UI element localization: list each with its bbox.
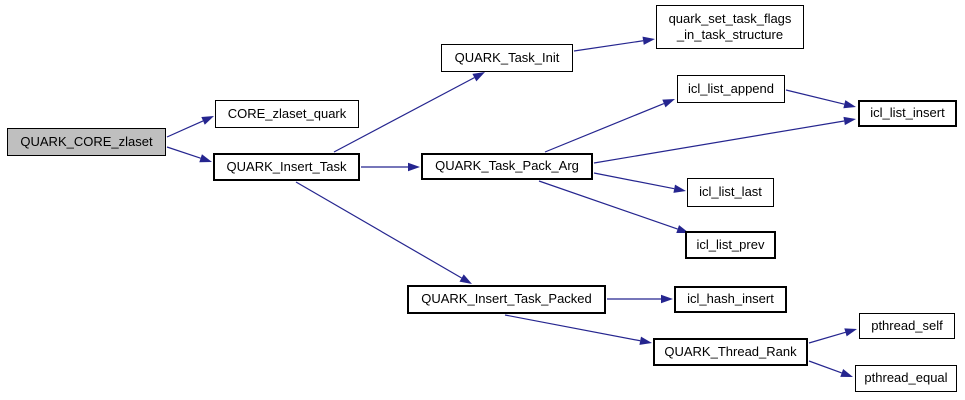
arrowhead-quark-task-pack-arg-to-icl-list-append	[662, 99, 675, 108]
node-icl-hash-insert[interactable]: icl_hash_insert	[674, 286, 787, 313]
arrowhead-quark-insert-task-packed-to-quark-thread-rank	[639, 336, 652, 345]
edge-icl-list-append-to-icl-list-insert	[785, 89, 845, 105]
node-icl-list-insert[interactable]: icl_list_insert	[858, 100, 957, 127]
node-quark-insert-task-packed[interactable]: QUARK_Insert_Task_Packed	[407, 285, 606, 314]
node-icl-list-prev[interactable]: icl_list_prev	[685, 231, 776, 259]
node-pthread-equal[interactable]: pthread_equal	[855, 365, 957, 392]
edge-quark-task-pack-arg-to-icl-list-insert	[593, 120, 845, 164]
edge-quark-thread-rank-to-pthread-self	[808, 331, 846, 344]
arrowhead-quark-task-pack-arg-to-icl-list-insert	[843, 116, 856, 126]
edge-quark-core-zlaset-to-quark-insert-task	[166, 146, 201, 159]
arrowhead-quark-insert-task-to-quark-insert-task-packed	[459, 274, 472, 284]
arrowhead-quark-core-zlaset-to-quark-insert-task	[199, 154, 212, 163]
node-icl-list-append[interactable]: icl_list_append	[677, 75, 785, 103]
node-quark-set-task-flags[interactable]: quark_set_task_flags _in_task_structure	[656, 5, 804, 49]
edge-quark-insert-task-to-quark-task-init	[333, 77, 475, 153]
edge-quark-task-pack-arg-to-icl-list-prev	[538, 180, 678, 230]
edge-quark-task-init-to-quark-set-task-flags	[573, 40, 644, 52]
arrowhead-quark-task-init-to-quark-set-task-flags	[642, 36, 655, 45]
arrowhead-quark-insert-task-to-quark-task-pack-arg	[408, 162, 420, 172]
node-quark-thread-rank[interactable]: QUARK_Thread_Rank	[653, 338, 808, 366]
edge-quark-core-zlaset-to-core-zlaset-quark	[166, 120, 204, 138]
node-quark-task-pack-arg[interactable]: QUARK_Task_Pack_Arg	[421, 153, 593, 180]
arrowhead-quark-core-zlaset-to-core-zlaset-quark	[201, 116, 214, 125]
edge-quark-task-pack-arg-to-icl-list-last	[593, 172, 675, 190]
node-quark-insert-task[interactable]: QUARK_Insert_Task	[213, 153, 360, 181]
node-core-zlaset-quark[interactable]: CORE_zlaset_quark	[215, 100, 359, 128]
edge-quark-task-pack-arg-to-icl-list-append	[544, 102, 665, 153]
edge-quark-insert-task-to-quark-insert-task-packed	[295, 181, 462, 279]
arrowhead-quark-thread-rank-to-pthread-self	[844, 328, 857, 337]
edge-quark-thread-rank-to-pthread-equal	[808, 360, 842, 374]
node-quark-core-zlaset: QUARK_CORE_zlaset	[7, 128, 166, 156]
node-pthread-self[interactable]: pthread_self	[859, 313, 955, 339]
node-quark-task-init[interactable]: QUARK_Task_Init	[441, 44, 573, 72]
arrowhead-quark-insert-task-packed-to-icl-hash-insert	[661, 294, 673, 304]
node-icl-list-last[interactable]: icl_list_last	[687, 178, 774, 207]
edge-quark-insert-task-packed-to-quark-thread-rank	[504, 314, 641, 342]
arrowhead-quark-task-pack-arg-to-icl-list-last	[673, 184, 686, 193]
arrowhead-quark-insert-task-to-quark-task-init	[472, 72, 485, 82]
arrowhead-icl-list-append-to-icl-list-insert	[843, 100, 856, 109]
arrowhead-quark-thread-rank-to-pthread-equal	[840, 368, 853, 377]
